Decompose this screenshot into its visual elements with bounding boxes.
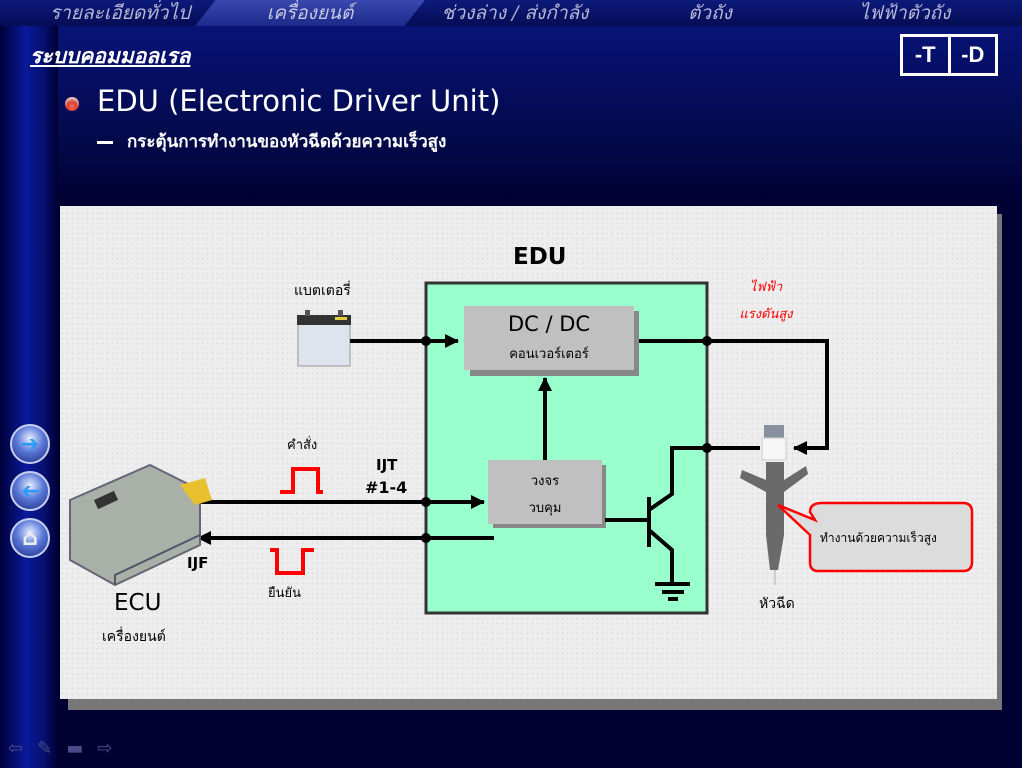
callout-bubble xyxy=(777,501,974,573)
subheading-text: กระตุ้นการทำงานของหัวฉีดด้วยความเร็วสูง xyxy=(127,132,447,152)
hv-line xyxy=(639,339,829,455)
model-t-button[interactable]: -T xyxy=(914,42,936,67)
header-background xyxy=(0,0,1022,200)
model-selector: -T -D xyxy=(900,34,998,76)
back-arrow-icon[interactable]: ⇦ xyxy=(8,738,24,759)
pen-icon[interactable]: ✎ xyxy=(37,738,53,759)
left-sidebar xyxy=(0,0,58,768)
menu-icon[interactable]: ▬ xyxy=(66,738,84,759)
ecu-icon xyxy=(69,463,212,587)
right-arrow-icon: ➔ xyxy=(20,431,40,457)
control-box xyxy=(488,460,602,524)
battery-icon xyxy=(297,310,351,367)
ijt-label-line2: #1-4 xyxy=(365,478,408,497)
transistor-icon xyxy=(605,446,707,601)
section-title: ระบบคอมมอลเรล xyxy=(30,43,191,68)
injector-icon xyxy=(740,425,808,585)
control-line1: วงจร xyxy=(530,474,560,489)
command-label: คำสั่ง xyxy=(287,438,318,453)
junction-dot xyxy=(421,533,431,543)
confirm-label: ยืนยัน xyxy=(268,586,302,601)
dcdc-box xyxy=(464,306,634,370)
junction-dot xyxy=(421,497,431,507)
bottom-toolbar: ⇦ ✎ ▬ ⇨ xyxy=(8,738,112,759)
confirm-pulse-icon xyxy=(270,548,314,575)
dash-icon xyxy=(97,141,113,144)
control-line2: วบคุม xyxy=(528,501,562,516)
page-heading: EDU (Electronic Driver Unit) xyxy=(97,84,501,118)
home-button[interactable]: ⌂ xyxy=(10,518,50,558)
command-pulse-icon xyxy=(280,467,323,494)
hv-label-line2: แรงดันสูง xyxy=(739,307,793,322)
ijf-label: IJF xyxy=(187,554,209,572)
left-arrow-icon: ➔ xyxy=(20,478,40,504)
junction-dot xyxy=(421,336,431,346)
tab-engine[interactable]: เครื่องยนต์ xyxy=(195,0,425,26)
battery-label: แบตเตอรี่ xyxy=(294,283,351,299)
next-slide-button[interactable]: ➔ xyxy=(10,424,50,464)
ijt-label-line1: IJT xyxy=(376,456,398,474)
injector-label: หัวฉีด xyxy=(759,596,795,612)
callout-text: ทำงานด้วยความเร็วสูง xyxy=(820,531,937,545)
model-d-button[interactable]: -D xyxy=(947,37,996,73)
tab-general[interactable]: รายละเอียดทั่วไป xyxy=(49,2,191,24)
top-tab-bar: รายละเอียดทั่วไป เครื่องยนต์ ช่วงล่าง / … xyxy=(0,0,1022,26)
hv-label-line1: ไฟฟ้า xyxy=(749,280,783,295)
prev-slide-button[interactable]: ➔ xyxy=(10,471,50,511)
forward-arrow-icon[interactable]: ⇨ xyxy=(97,738,113,759)
page-subheading: กระตุ้นการทำงานของหัวฉีดด้วยความเร็วสูง xyxy=(97,128,446,155)
junction-dot xyxy=(702,336,712,346)
bullet-icon xyxy=(65,97,79,111)
dcdc-subtitle: คอนเวอร์เตอร์ xyxy=(509,347,589,362)
ecu-subtitle: เครื่องยนต์ xyxy=(102,629,166,645)
ecu-title: ECU xyxy=(114,590,162,616)
edu-title: EDU xyxy=(513,244,567,270)
home-icon: ⌂ xyxy=(22,525,38,551)
tab-chassis-drivetrain[interactable]: ช่วงล่าง / ส่งกำลัง xyxy=(441,2,589,24)
dcdc-title: DC / DC xyxy=(507,312,591,336)
tab-body[interactable]: ตัวถัง xyxy=(688,2,732,24)
tab-body-electrical[interactable]: ไฟฟ้าตัวถัง xyxy=(859,2,951,24)
